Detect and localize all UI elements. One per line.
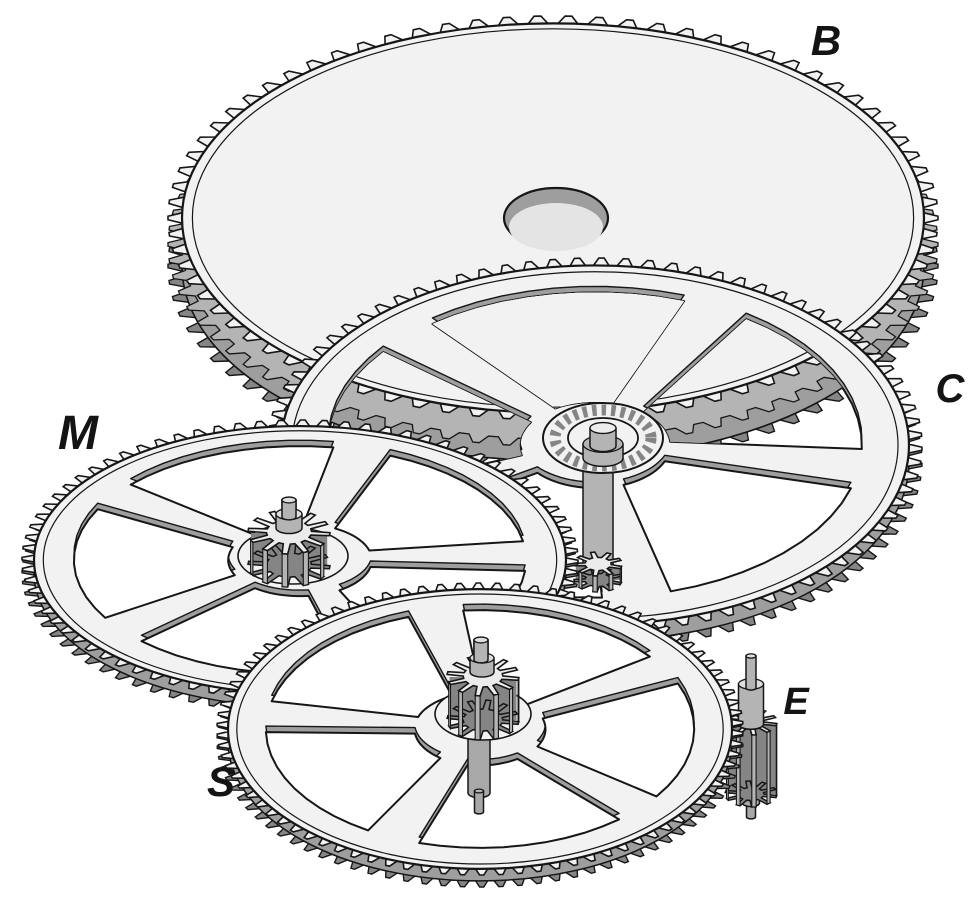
gear-e-upper-pivot-tip	[745, 655, 757, 691]
gear-m-arbor-tip-top	[281, 496, 297, 504]
gear-s-pinion-flank	[458, 689, 464, 738]
gear-s-cutout	[264, 731, 442, 832]
gear-e-pinion-flank	[751, 734, 757, 808]
gear-c-cutout	[622, 460, 852, 593]
gear-c-arbor-pinion	[573, 551, 623, 593]
gear-m-cutout	[334, 454, 524, 552]
gear-s-pinion-flank	[448, 680, 452, 731]
gear-s-pinion-flank	[493, 693, 499, 740]
gear-s-pinion-bottom	[446, 699, 520, 741]
gear-s-arbor-tip	[473, 639, 489, 664]
gear-b-hole-floor	[509, 203, 603, 251]
labels-layer: B C M S E	[58, 17, 966, 805]
gear-s-pinion-flank	[474, 694, 481, 741]
gear-m-pinion-flank	[320, 542, 325, 581]
gear-c-wheel	[267, 257, 923, 649]
gear-m-pinion-flank	[262, 548, 268, 585]
gear-label-b: B	[811, 17, 841, 64]
gear-s-pinion-flank	[517, 677, 520, 725]
gear-m-pinion-flank	[281, 553, 289, 588]
gear-s-pinion-flank	[508, 686, 514, 735]
gear-c-arbor-pinion-flank	[608, 572, 614, 592]
gear-e-pinion-flank	[766, 729, 771, 806]
gear-label-e: E	[783, 681, 810, 723]
gear-s-cutout	[536, 682, 696, 798]
gear-s-wheel	[216, 582, 744, 888]
gear-s-lower-pivot-tip-top	[473, 788, 485, 794]
gear-s-rim-line	[236, 593, 724, 865]
gear-e-pinion-flank	[775, 723, 778, 798]
gear-s-arbor-tip-top	[473, 636, 489, 644]
gear-label-c: C	[936, 367, 966, 411]
gear-c-arbor-pinion-flank	[592, 575, 598, 593]
gear-label-s: S	[207, 758, 235, 805]
gear-m-cutout	[73, 508, 236, 619]
gear-m-pinion-flank	[302, 550, 309, 587]
gear-label-m: M	[58, 407, 99, 460]
gear-c-arbor-post	[589, 427, 617, 453]
gears-layer	[21, 15, 939, 888]
gear-m-arbor-tip	[281, 499, 297, 521]
gear-c-cutout-reveal	[643, 319, 862, 449]
gear-s-lower-pivot	[467, 734, 491, 799]
gear-s-lower-pivot-tip	[473, 790, 485, 815]
gear-c-arbor-post-top	[589, 421, 617, 435]
gear-c-arbor-pinion-flank	[578, 570, 583, 590]
gear-m-pinion-flank	[250, 538, 254, 577]
gear-e-upper-pivot-tip-top	[745, 653, 757, 659]
